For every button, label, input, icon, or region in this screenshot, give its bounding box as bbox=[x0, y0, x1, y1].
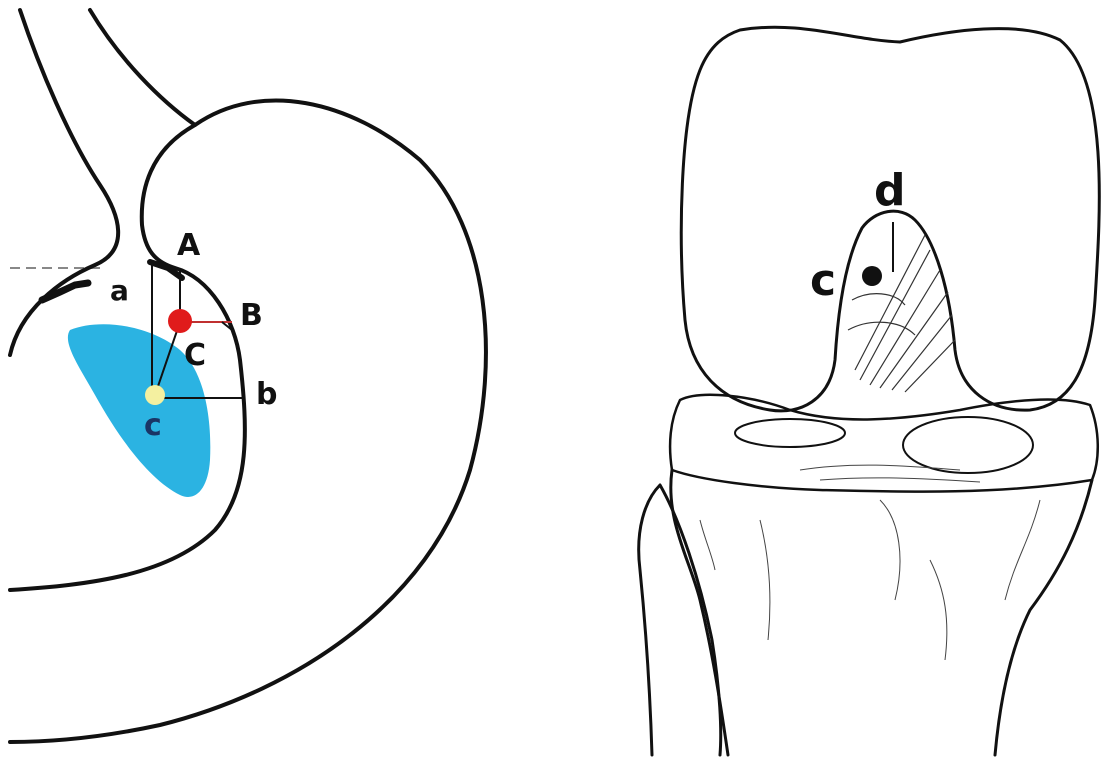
label-B: B bbox=[240, 298, 263, 333]
meniscus-right bbox=[903, 417, 1033, 473]
label-d: d bbox=[874, 165, 906, 216]
tube-left-line bbox=[10, 10, 118, 355]
femur-outline bbox=[681, 27, 1099, 411]
left-panel: A B C a b c bbox=[10, 10, 486, 742]
tibia-outline bbox=[671, 470, 1092, 755]
label-c-right: c bbox=[810, 255, 836, 306]
label-C: C bbox=[184, 338, 206, 373]
label-A: A bbox=[177, 228, 201, 263]
notch-shading bbox=[848, 235, 955, 392]
point-yellow bbox=[145, 385, 165, 405]
right-panel: d c bbox=[639, 27, 1100, 755]
outer-contour bbox=[10, 10, 486, 742]
meniscus-left bbox=[735, 419, 845, 447]
label-a: a bbox=[110, 274, 129, 307]
fibula-outline bbox=[639, 485, 721, 755]
label-b: b bbox=[256, 377, 277, 412]
label-c-left: c bbox=[144, 408, 162, 443]
point-c-right bbox=[862, 266, 882, 286]
point-red bbox=[168, 309, 192, 333]
bone-shading bbox=[700, 465, 1040, 660]
